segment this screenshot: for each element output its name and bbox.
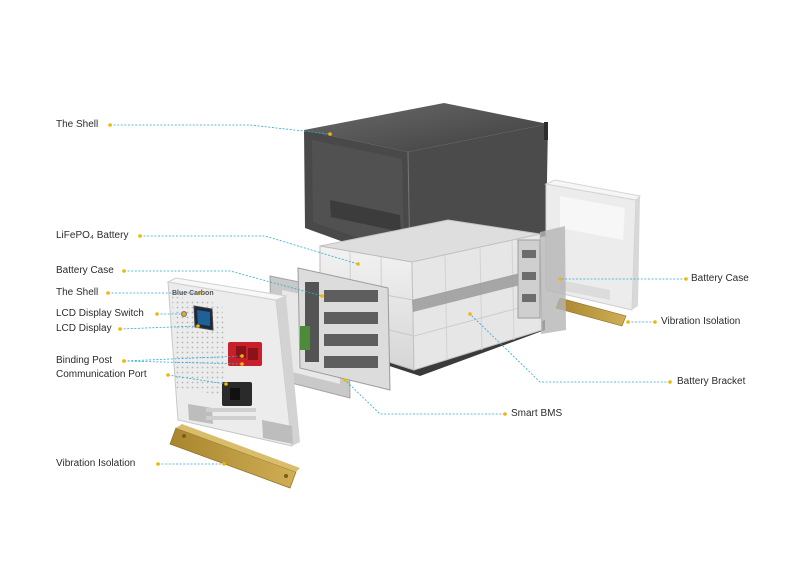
leader-battery-bracket bbox=[469, 313, 670, 383]
leader-lines bbox=[106, 123, 688, 466]
leader-the-shell-top-target-dot bbox=[328, 132, 332, 136]
label-vibration-isolation-right: Vibration Isolation bbox=[661, 316, 741, 327]
leader-lcd-display-target-dot bbox=[196, 324, 200, 328]
leader-binding-post-2 bbox=[123, 360, 243, 365]
label-battery-case-left: Battery Case bbox=[56, 265, 114, 276]
leader-vibration-isolation-right-target-dot bbox=[626, 320, 630, 324]
leader-vibration-isolation-left-target-dot bbox=[222, 462, 226, 466]
label-lcd-display: LCD Display bbox=[56, 323, 112, 334]
leader-lcd-display bbox=[119, 325, 199, 330]
panel-brand-label: Blue Carbon bbox=[172, 290, 214, 297]
left-bracket-and-bms bbox=[269, 267, 391, 399]
left-vibration-isolation-pad bbox=[169, 424, 300, 489]
leader-communication-port-target-dot bbox=[224, 382, 228, 386]
leader-lcd-display-switch-label-dot bbox=[155, 312, 159, 316]
leader-lifepo4-battery-label-dot bbox=[138, 234, 142, 238]
leader-binding-post-target-dot bbox=[240, 354, 244, 358]
label-the-shell-top: The Shell bbox=[56, 119, 99, 130]
leader-vibration-isolation-right-label-dot bbox=[653, 320, 657, 324]
label-battery-case-right: Battery Case bbox=[691, 273, 749, 284]
leader-lifepo4-battery-target-dot bbox=[356, 262, 360, 266]
leader-lcd-display-label-dot bbox=[118, 327, 122, 331]
label-vibration-isolation-left: Vibration Isolation bbox=[56, 458, 136, 469]
leader-vibration-isolation-left-label-dot bbox=[156, 462, 160, 466]
label-lifepo4-battery: LiFePO₄ Battery bbox=[56, 230, 129, 241]
leader-battery-bracket-label-dot bbox=[668, 380, 672, 384]
leader-smart-bms-label-dot bbox=[503, 412, 507, 416]
right-battery-case bbox=[544, 179, 642, 311]
label-smart-bms: Smart BMS bbox=[511, 408, 563, 419]
leader-battery-case-left-target-dot bbox=[320, 294, 324, 298]
leader-battery-case-left-label-dot bbox=[122, 269, 126, 273]
label-binding-post: Binding Post bbox=[56, 355, 113, 366]
leader-communication-port-label-dot bbox=[166, 373, 170, 377]
leader-the-shell-top bbox=[110, 124, 331, 135]
leader-the-shell-front-target-dot bbox=[198, 291, 202, 295]
leader-lcd-display-switch-target-dot bbox=[182, 312, 186, 316]
front-panel bbox=[166, 277, 300, 447]
leader-communication-port bbox=[167, 374, 227, 385]
leader-binding-post bbox=[123, 355, 243, 362]
leader-battery-case-left bbox=[124, 270, 323, 297]
leader-the-shell-top-label-dot bbox=[108, 123, 112, 127]
leader-smart-bms-target-dot bbox=[343, 378, 347, 382]
leader-battery-bracket-target-dot bbox=[468, 312, 472, 316]
label-the-shell-front: The Shell bbox=[56, 287, 99, 298]
leader-binding-post-2-target-dot bbox=[240, 362, 244, 366]
label-communication-port: Communication Port bbox=[56, 369, 147, 380]
leader-the-shell-front-label-dot bbox=[106, 291, 110, 295]
label-lcd-display-switch: LCD Display Switch bbox=[56, 308, 144, 319]
leader-battery-case-right-label-dot bbox=[684, 277, 688, 281]
leader-battery-case-right-target-dot bbox=[558, 277, 562, 281]
leader-binding-post-2-label-dot bbox=[122, 359, 126, 363]
label-battery-bracket: Battery Bracket bbox=[677, 376, 746, 387]
